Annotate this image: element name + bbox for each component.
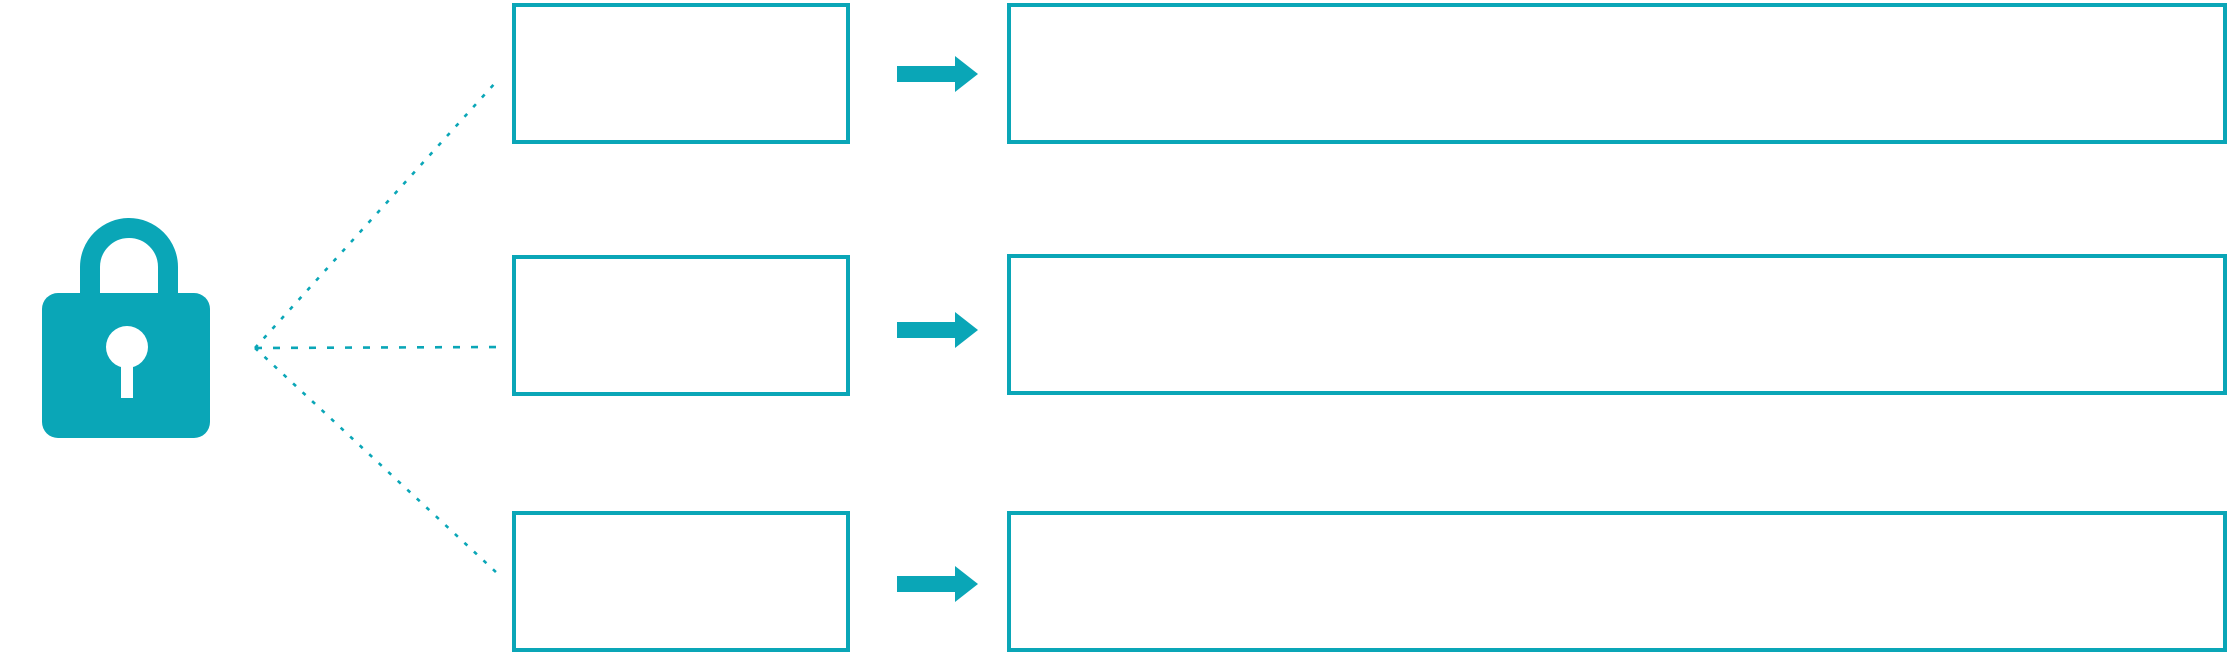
lock-icon-svg	[42, 218, 210, 438]
lock-shackle	[80, 218, 178, 310]
term-box-2	[512, 255, 850, 396]
description-box-2	[1007, 254, 2227, 395]
arrow-right-icon-2	[897, 312, 978, 348]
arrow-right-icon-3	[897, 566, 978, 602]
dotted-line-top	[254, 81, 497, 349]
term-box-1	[512, 3, 850, 144]
description-box-3	[1007, 511, 2227, 652]
lock-keyhole-stem	[121, 356, 133, 398]
term-box-3	[512, 511, 850, 652]
arrow-right-icon-1	[897, 56, 978, 92]
dotted-line-middle	[254, 345, 501, 350]
description-box-1	[1007, 3, 2227, 144]
lock-icon	[42, 218, 210, 438]
dotted-line-bottom	[254, 347, 499, 575]
lock-keyhole-circle	[106, 326, 148, 368]
